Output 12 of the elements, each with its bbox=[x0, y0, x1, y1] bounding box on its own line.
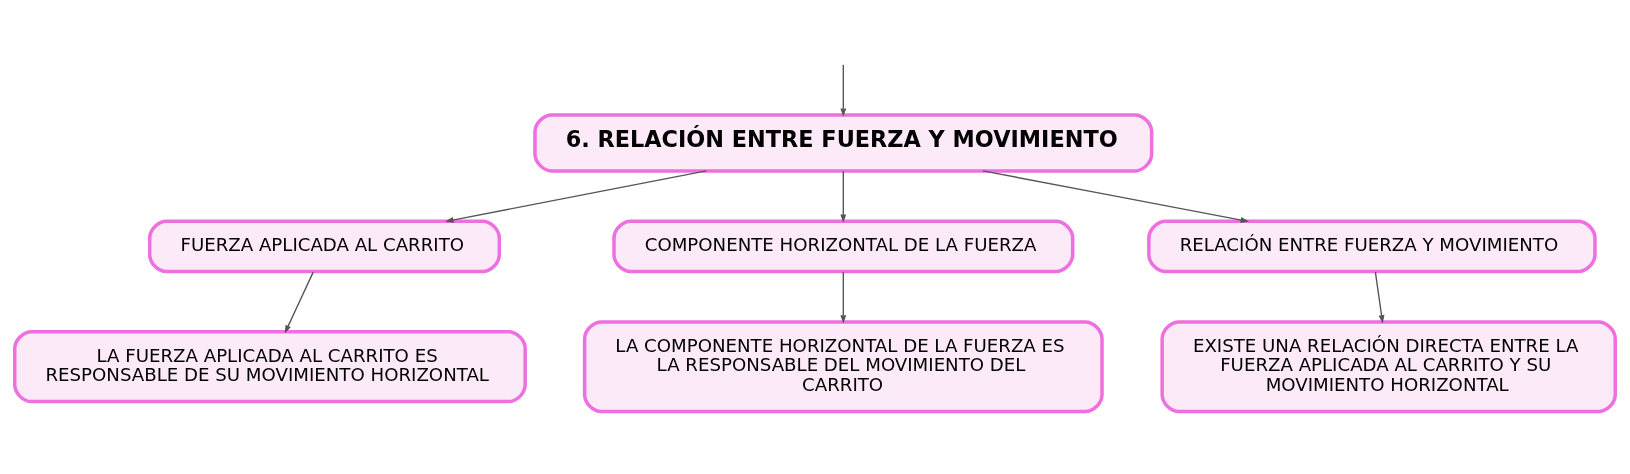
arrow bbox=[445, 169, 708, 223]
node-box: LA COMPONENTE HORIZONTAL DE LA FUERZA ES LA RESPONSABLE DEL MOVIMIENTO DEL CARRITO bbox=[582, 319, 1104, 413]
arrow bbox=[840, 63, 847, 117]
node-box: 6. RELACIÓN ENTRE FUERZA Y MOVIMIENTO bbox=[533, 112, 1154, 173]
arrow bbox=[1374, 270, 1385, 324]
node-box: EXISTE UNA RELACIÓN DIRECTA ENTRE LA FUERZA APLICADA AL CARRITO Y SU MOVIMIENTO HORIZONTAL bbox=[1160, 319, 1617, 413]
arrow bbox=[982, 169, 1249, 223]
arrow bbox=[840, 270, 847, 324]
arrow bbox=[840, 170, 847, 223]
arrow bbox=[284, 270, 314, 334]
node-box: COMPONENTE HORIZONTAL DE LA FUERZA bbox=[612, 218, 1075, 273]
node-box: LA FUERZA APLICADA AL CARRITO ES RESPONSABLE DE SU MOVIMIENTO HORIZONTAL bbox=[13, 329, 527, 403]
